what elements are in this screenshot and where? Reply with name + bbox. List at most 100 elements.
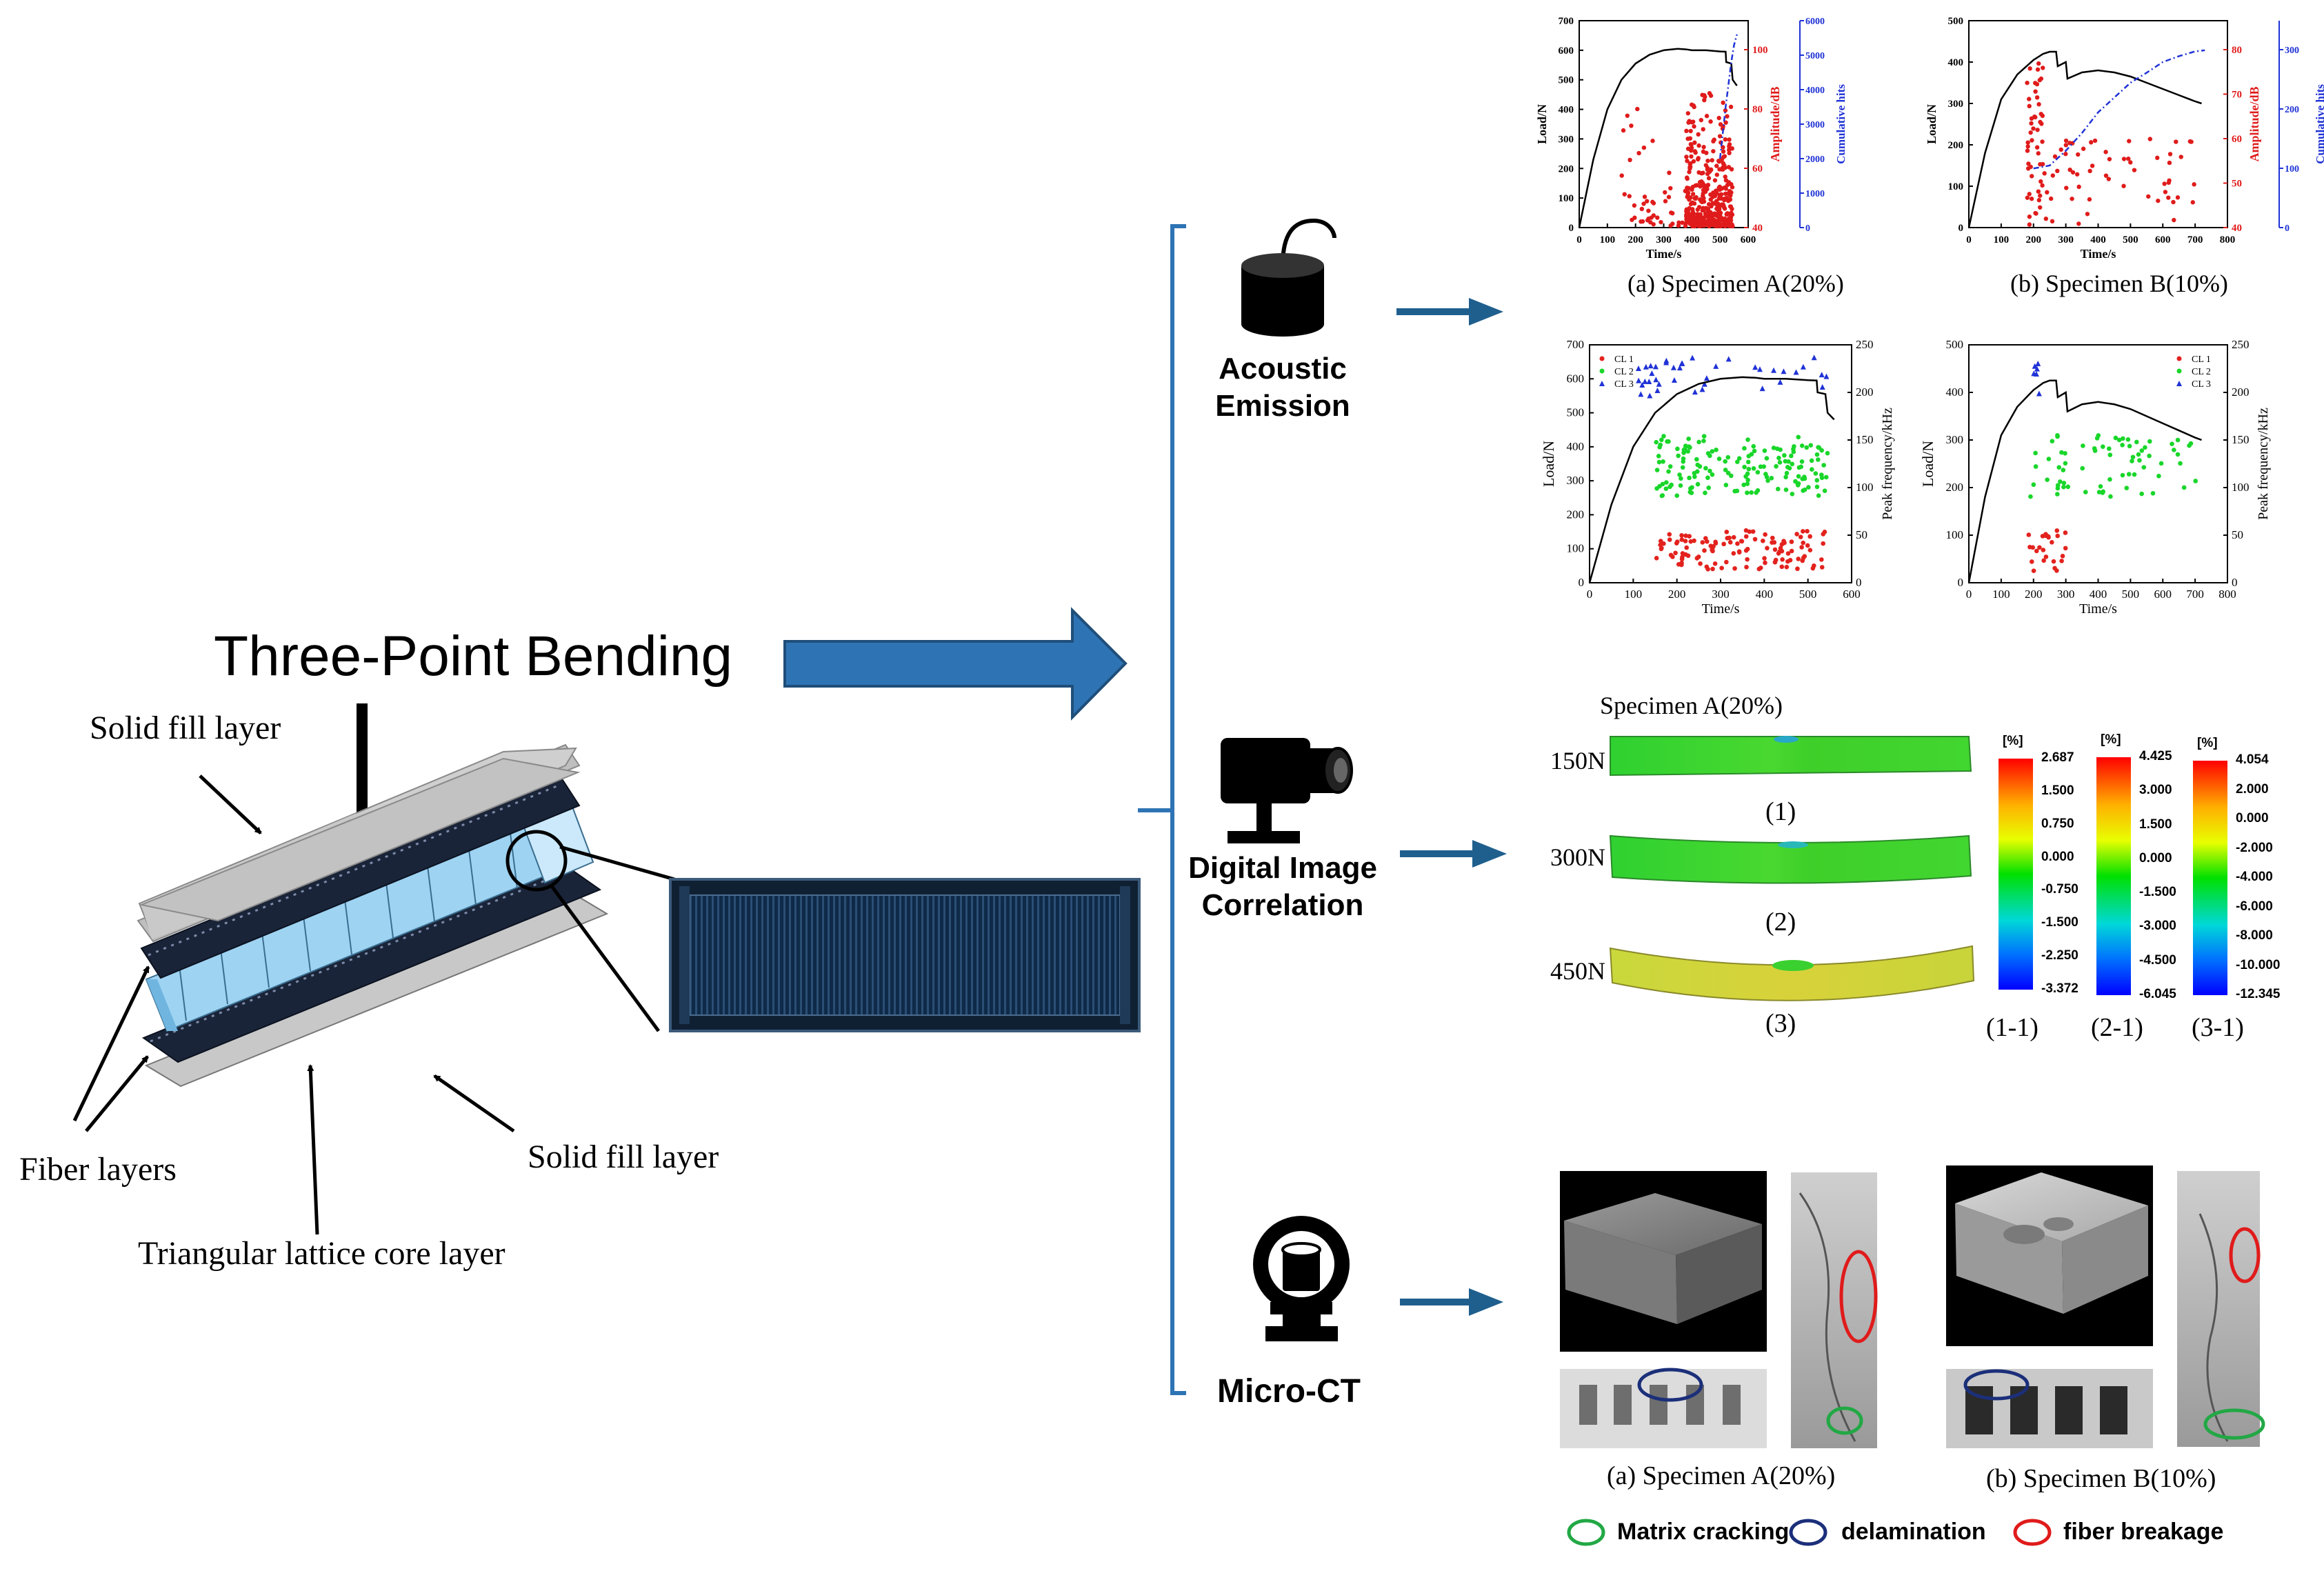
cl1-point <box>1789 539 1794 544</box>
cl1-point <box>1731 534 1736 540</box>
cl1-point <box>1743 534 1749 539</box>
amplitude-point <box>1622 192 1627 197</box>
amplitude-point <box>1727 150 1732 156</box>
y-tick-label: 200 <box>1946 481 1964 494</box>
cl2-point <box>2139 491 2144 497</box>
cl2-point <box>2081 443 2085 448</box>
amplitude-point <box>1692 140 1697 146</box>
y2-axis-label: Peak frequency/kHz <box>2256 408 2271 520</box>
cl1-point <box>1744 564 1749 570</box>
colorbar-tick: -6.000 <box>2236 899 2273 914</box>
cl1-point <box>1756 566 1762 572</box>
cl2-point <box>1769 475 1774 481</box>
cl1-point <box>1785 551 1791 556</box>
cl3-point <box>1759 386 1765 392</box>
cl2-point <box>1774 446 1780 451</box>
x-tick-label: 200 <box>1668 588 1686 601</box>
cl3-point <box>1670 364 1676 370</box>
dic-panel-2: (2) <box>1765 908 1796 937</box>
y-tick-label: 300 <box>1948 99 1964 110</box>
colorbar-tick: 0.000 <box>2236 811 2269 825</box>
cl2-point <box>1697 464 1703 469</box>
cl1-point <box>1727 535 1732 541</box>
amplitude-point <box>1685 111 1690 116</box>
cl2-point <box>2113 435 2118 441</box>
cl2-point <box>1762 448 1767 453</box>
x-tick-label: 500 <box>1712 234 1728 246</box>
cl2-point <box>1796 434 1801 440</box>
cl2-point <box>2172 448 2176 452</box>
cl1-point <box>2037 545 2042 550</box>
amplitude-point <box>2025 80 2030 86</box>
amplitude-point <box>2063 138 2069 143</box>
cl2-point <box>1679 476 1683 481</box>
cl2-point <box>1723 468 1728 472</box>
y-tick-label: 400 <box>1567 440 1585 453</box>
y-tick-label: 700 <box>1559 16 1574 27</box>
y-axis-label: Load/N <box>1925 104 1939 144</box>
amplitude-point <box>2087 168 2092 174</box>
cl1-point <box>1679 560 1684 566</box>
cl2-point <box>1695 481 1701 487</box>
colorbar-tick: 1.500 <box>2041 783 2074 798</box>
cl1-point <box>1761 538 1765 543</box>
cl2-point <box>2096 490 2102 494</box>
amplitude-point <box>1704 214 1709 219</box>
cl1-point <box>1796 557 1801 561</box>
amplitude-point <box>1635 106 1640 112</box>
amplitude-point <box>1683 223 1688 228</box>
amplitude-point <box>1685 159 1690 163</box>
amplitude-point <box>1730 185 1735 190</box>
x-tick-label: 100 <box>1992 588 2010 601</box>
amplitude-point <box>1666 194 1672 199</box>
cl1-point <box>2030 545 2036 550</box>
amplitude-point <box>1711 149 1716 154</box>
cl3-point <box>2036 390 2042 397</box>
y2-tick-label: 60 <box>2232 134 2242 145</box>
cl2-point <box>2130 454 2136 460</box>
y-tick-label: 300 <box>1567 474 1585 487</box>
cl3-point <box>1777 379 1783 385</box>
cl2-point <box>1821 463 1826 468</box>
amplitude-point <box>2045 190 2050 195</box>
amplitude-point <box>2070 170 2076 175</box>
cl2-point <box>2187 443 2192 448</box>
cl2-point <box>2175 437 2181 443</box>
amplitude-point <box>1719 222 1723 228</box>
amplitude-point <box>1717 134 1723 139</box>
y2-tick-label: 150 <box>1856 433 1874 446</box>
amplitude-point <box>1727 137 1732 142</box>
amplitude-point <box>1701 149 1706 154</box>
cl2-point <box>1669 482 1674 488</box>
cl2-point <box>2046 457 2052 461</box>
cl2-point <box>2150 490 2156 496</box>
y-tick-label: 100 <box>1946 528 1964 541</box>
cl1-point <box>1667 532 1672 537</box>
amplitude-point <box>1702 223 1707 228</box>
cl2-point <box>1654 468 1660 472</box>
cl2-point <box>1657 445 1662 450</box>
cl2-point <box>1742 464 1747 470</box>
cl2-point <box>1813 471 1819 476</box>
amplitude-point <box>2167 160 2172 166</box>
colorbar-unit: [%] <box>2197 736 2218 750</box>
cl3-point <box>1713 363 1719 369</box>
y2-tick-label: 70 <box>2232 90 2242 101</box>
cl1-point <box>1765 546 1770 551</box>
y2-tick-label: 100 <box>2232 481 2250 494</box>
dic-panel-3: (3) <box>1765 1009 1796 1038</box>
cl1-point <box>1745 557 1750 562</box>
amplitude-point <box>1721 165 1725 170</box>
amplitude-point <box>1689 154 1694 159</box>
y2-tick-label: 50 <box>1856 528 1867 541</box>
cl2-point <box>2107 452 2113 457</box>
load-curve <box>1967 50 2202 228</box>
cl2-point <box>1783 474 1788 480</box>
colorbar-tick: 3.000 <box>2139 783 2172 798</box>
cl2-point <box>1687 475 1692 481</box>
cl1-point <box>1704 564 1710 570</box>
amplitude-point <box>1690 218 1696 223</box>
cl1-point <box>2063 546 2068 551</box>
cl3-point <box>1781 368 1787 374</box>
cl1-point <box>1667 537 1672 542</box>
